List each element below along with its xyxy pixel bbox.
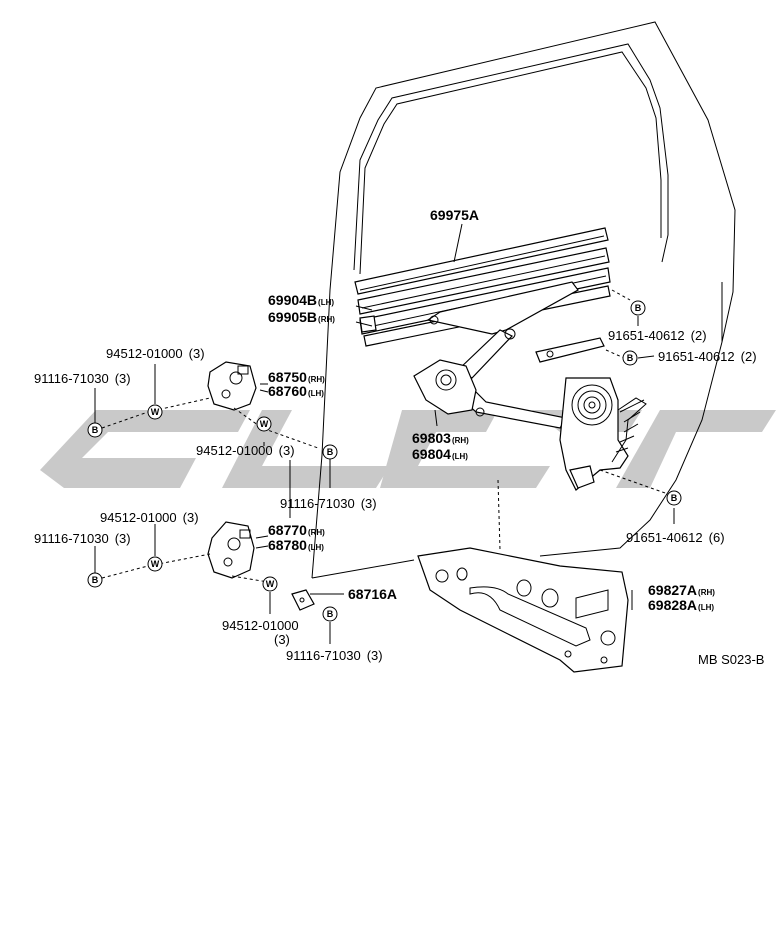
diagram-code: MB S023-B	[698, 652, 764, 667]
svg-text:W: W	[266, 579, 275, 589]
bolt-symbol: B	[87, 422, 103, 438]
label-69803: 69803(RH)	[412, 430, 469, 446]
label-94512-b: 94512-01000(3)	[196, 443, 295, 458]
label-94512-a: 94512-01000(3)	[106, 346, 205, 361]
label-68750: 68750(RH)	[268, 369, 325, 385]
washer-symbol: W	[147, 404, 163, 420]
label-69905b: 69905B(RH)	[268, 309, 335, 325]
washer-symbol: W	[256, 416, 272, 432]
label-91651-b: 91651-40612(2)	[658, 349, 757, 364]
bolt-symbol: B	[630, 300, 646, 316]
label-68780: 68780(LH)	[268, 537, 324, 553]
label-69804: 69804(LH)	[412, 446, 468, 462]
label-69975a: 69975A	[430, 207, 479, 223]
label-69827a: 69827A(RH)	[648, 582, 715, 598]
leader-lines	[94, 223, 675, 644]
svg-text:B: B	[327, 609, 334, 619]
watermark-logo	[40, 410, 776, 488]
svg-text:W: W	[151, 559, 160, 569]
label-91116-b: 91116-71030(3)	[280, 496, 377, 511]
svg-text:B: B	[92, 575, 99, 585]
label-91116-a: 91116-71030(3)	[34, 371, 131, 386]
label-68770: 68770(RH)	[268, 522, 325, 538]
bolt-symbol: B	[322, 606, 338, 622]
washer-symbol: W	[147, 556, 163, 572]
label-94512-c: 94512-01000(3)	[100, 510, 199, 525]
lower-hinge	[207, 521, 255, 579]
label-69828a: 69828A(LH)	[648, 597, 714, 613]
window-regulator	[413, 281, 647, 491]
svg-text:W: W	[151, 407, 160, 417]
svg-text:B: B	[635, 303, 642, 313]
label-94512-d-qty: (3)	[274, 632, 290, 647]
label-68760: 68760(LH)	[268, 383, 324, 399]
label-68716a: 68716A	[348, 586, 397, 602]
label-91116-d: 91116-71030(3)	[286, 648, 383, 663]
bracket-68716a	[291, 589, 315, 611]
label-91651-c: 91651-40612(6)	[626, 530, 725, 545]
label-94512-d: 94512-01000	[222, 618, 299, 633]
service-hole-cover	[417, 547, 629, 673]
bolt-symbol: B	[622, 350, 638, 366]
bolt-symbol: B	[322, 444, 338, 460]
label-69904b: 69904B(LH)	[268, 292, 334, 308]
svg-text:W: W	[260, 419, 269, 429]
svg-text:B: B	[327, 447, 334, 457]
label-91651-a: 91651-40612(2)	[608, 328, 707, 343]
bolt-symbol: B	[87, 572, 103, 588]
svg-text:B: B	[92, 425, 99, 435]
bolt-symbol: B	[666, 490, 682, 506]
svg-text:B: B	[671, 493, 678, 503]
upper-hinge	[207, 361, 257, 411]
svg-text:B: B	[627, 353, 634, 363]
label-91116-c: 91116-71030(3)	[34, 531, 131, 546]
washer-symbol: W	[262, 576, 278, 592]
door-panel	[311, 21, 736, 579]
